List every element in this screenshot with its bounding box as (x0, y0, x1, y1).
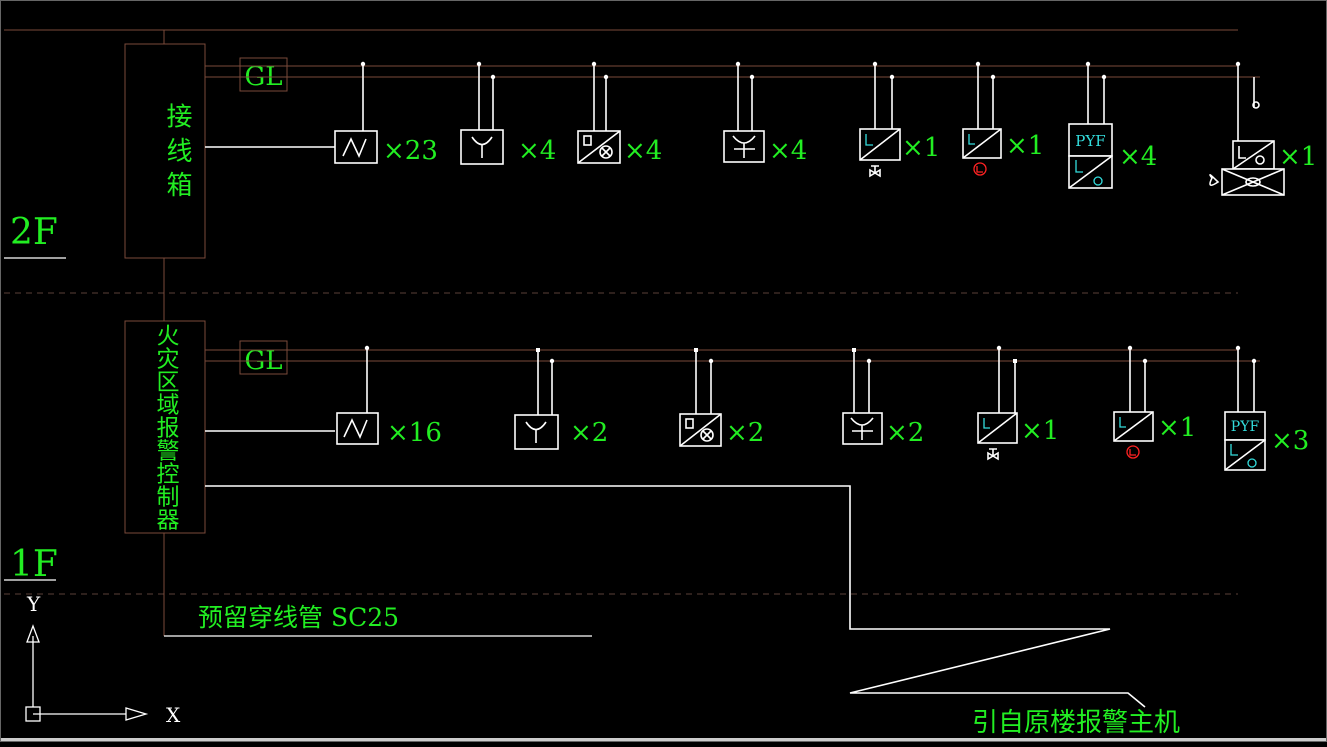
pyf-label-1f: PYF (1231, 419, 1260, 435)
count-manual-call-point-1f: ×2 (570, 418, 608, 448)
ucs-axis-icon: Y X (25, 592, 181, 727)
count-hydrant-button-2f: ×4 (769, 136, 807, 166)
count-input-module-valve-1f: ×1 (1021, 416, 1059, 446)
count-input-module-valve-2f: ×1 (902, 133, 940, 163)
device-smoke-detector-2f[interactable]: ×23 (334, 61, 438, 166)
device-input-module-red-2f[interactable]: ×1 (962, 61, 1044, 176)
device-smoke-detector-1f[interactable]: ×16 (336, 345, 442, 448)
pyf-label-2f: PYF (1075, 132, 1105, 150)
count-manual-call-point-2f: ×4 (518, 136, 556, 166)
feed-line-to-main-host (205, 485, 1146, 708)
count-smoke-detector-2f: ×23 (383, 136, 438, 166)
device-input-module-red-1f[interactable]: ×1 (1113, 345, 1196, 459)
ucs-y-label: Y (26, 592, 41, 616)
gl-label-box-2f (239, 57, 288, 92)
device-alarm-bell-1f[interactable]: ×2 (679, 348, 764, 448)
reserved-conduit-label: 预留穿线管 SC25 (198, 603, 399, 632)
count-hydrant-button-1f: ×2 (886, 418, 924, 448)
device-hydrant-button-2f[interactable]: ×4 (723, 61, 807, 166)
window-bottom-edge (0, 738, 1327, 742)
count-input-module-red-2f: ×1 (1006, 131, 1044, 161)
device-alarm-bell-2f[interactable]: ×4 (577, 61, 662, 166)
source-note-label: 引自原楼报警主机 (972, 708, 1180, 738)
floor-label-2f: 2F (10, 212, 58, 253)
device-manual-call-point-2f[interactable]: ×4 (460, 61, 556, 166)
device-manual-call-point-1f[interactable]: ×2 (514, 348, 608, 450)
count-input-module-red-1f: ×1 (1158, 413, 1196, 443)
count-pyf-module-1f: ×3 (1271, 426, 1309, 456)
device-input-module-valve-1f[interactable]: ×1 (977, 345, 1059, 461)
fire-alarm-controller[interactable] (124, 320, 206, 534)
junction-box-label: 接 线 箱 (162, 103, 192, 198)
count-smoke-detector-1f: ×16 (387, 418, 442, 448)
gl-label-box-1f (239, 340, 288, 375)
device-fan-module-2f[interactable]: ×1 (1209, 61, 1317, 196)
fire-controller-label: 火灾区域报警控制器 (152, 324, 180, 531)
count-alarm-bell-1f: ×2 (726, 418, 764, 448)
count-fan-module-2f: ×1 (1279, 142, 1317, 172)
count-pyf-module-2f: ×4 (1119, 142, 1157, 172)
device-pyf-module-2f[interactable]: PYF ×4 (1068, 61, 1157, 189)
device-pyf-module-1f[interactable]: PYF ×3 (1224, 345, 1309, 471)
junction-box[interactable] (124, 43, 206, 259)
device-hydrant-button-1f[interactable]: ×2 (842, 348, 924, 448)
ucs-x-label: X (166, 703, 181, 727)
count-alarm-bell-2f: ×4 (624, 136, 662, 166)
device-input-module-valve-2f[interactable]: ×1 (859, 61, 940, 178)
floor-label-1f: 1F (10, 544, 58, 585)
